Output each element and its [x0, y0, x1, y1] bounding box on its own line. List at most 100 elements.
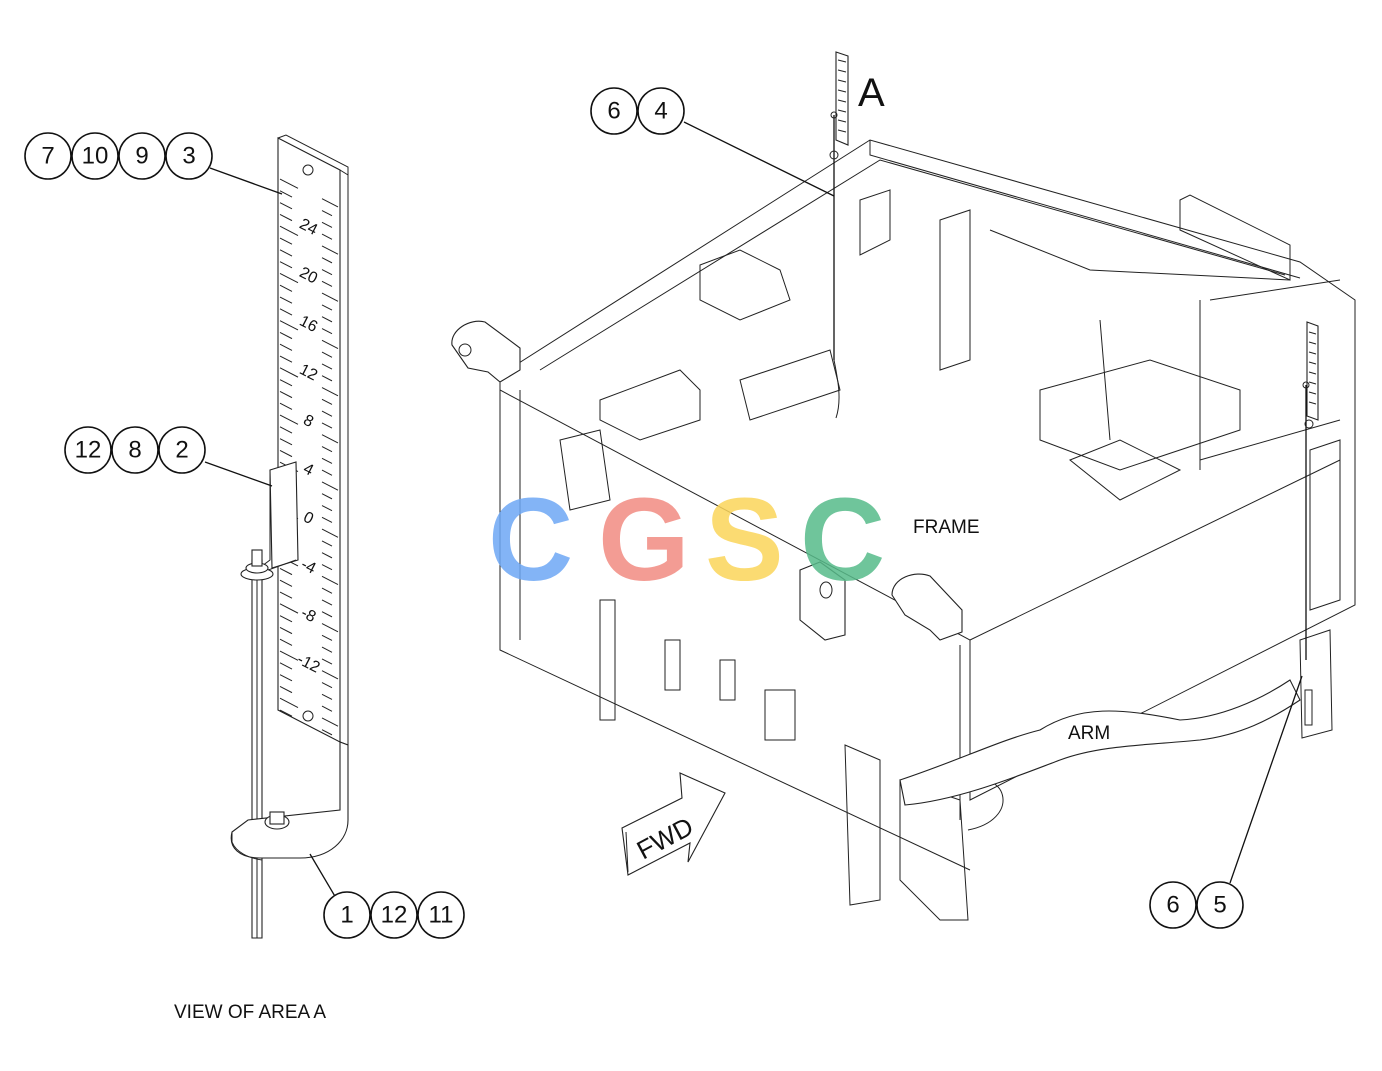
scale-tick-right: [321, 516, 333, 523]
scale-tick-left: [279, 414, 299, 425]
gauge-rod-right: [1302, 321, 1319, 660]
scale-tick-right: [321, 587, 333, 594]
watermark-letter-2: G: [598, 474, 690, 606]
callout-rod-bottom-2: 5: [1213, 892, 1226, 919]
callout-ruler-3: 9: [135, 143, 148, 170]
scale-tick-left: [279, 213, 293, 222]
scale-tick-right: [321, 693, 333, 700]
scale-tick-left: [279, 567, 293, 576]
scale-tick-left: [279, 697, 299, 708]
scale-tick-right: [321, 682, 333, 689]
callout-base: 1 12 11: [309, 853, 465, 939]
scale-tick-right: [321, 434, 339, 444]
scale-tick-right: [321, 717, 339, 727]
callout-rod-top: 6 4: [590, 87, 835, 197]
callout-ruler-4: 3: [182, 143, 195, 170]
scale-tick-right: [321, 328, 333, 335]
scale-tick-left: [279, 390, 293, 399]
scale-tick-right: [321, 398, 333, 405]
scale-tick-right: [321, 339, 339, 350]
scale-tick-left: [279, 579, 293, 587]
scale-tick-left: [279, 296, 293, 304]
scale-tick-left: [279, 331, 293, 340]
scale-tick-left: [279, 685, 293, 694]
scale-tick-label: 20: [297, 264, 321, 287]
scale-tick-right: [321, 292, 339, 302]
scale-tick-right: [321, 528, 339, 538]
scale-tick-right: [321, 469, 333, 476]
scale-tick-right: [321, 493, 333, 500]
scale-tick-right: [321, 599, 333, 606]
scale-tick-left: [279, 662, 293, 670]
scale-tick-right: [321, 257, 333, 264]
scale-tick-right: [321, 233, 333, 240]
scale-tick-left: [279, 225, 299, 236]
scale-tick-right: [321, 552, 333, 559]
scale-tick-left: [279, 603, 299, 614]
scale-tick-left: [279, 249, 293, 257]
scale-tick-label: 16: [297, 313, 321, 336]
scale-tick-right: [321, 705, 333, 712]
scale-tick-right: [321, 505, 333, 512]
watermark-letter-3: S: [705, 474, 784, 606]
scale-tick-left: [279, 237, 293, 245]
scale-tick-right: [321, 658, 333, 665]
scale-tick-right: [321, 729, 333, 736]
scale-tick-left: [279, 178, 299, 189]
scale-tick-left: [279, 591, 293, 599]
scale-tick-left: [279, 438, 293, 446]
scale-tick-right: [321, 316, 333, 323]
scale-tick-right: [321, 245, 339, 255]
watermark-letter-4: C: [800, 474, 885, 606]
scale-tick-left: [279, 355, 293, 363]
scale-tick-right: [321, 198, 339, 208]
callout-bracket-3: 2: [175, 437, 188, 464]
scale-tick-right: [321, 351, 333, 358]
scale-tick-left: [279, 650, 299, 661]
scale-tick-left: [279, 615, 293, 623]
scale-tick-left: [279, 343, 293, 351]
forward-arrow: FWD: [621, 772, 726, 876]
callout-ruler-1: 7: [41, 143, 54, 170]
scale-tick-right: [321, 634, 333, 641]
scale-tick-left: [279, 320, 299, 331]
frame-assembly: [451, 139, 1356, 921]
area-marker: A: [858, 71, 885, 115]
scale-tick-right: [321, 280, 333, 287]
callout-rod-top-1: 6: [607, 98, 620, 125]
scale-tick-right: [321, 363, 333, 370]
scale-tick-label: 24: [297, 216, 321, 239]
scale-tick-right: [321, 387, 339, 397]
scale-tick-left: [279, 638, 293, 646]
scale-tick-left: [279, 367, 299, 378]
scale-tick-left: [279, 379, 293, 387]
scale-tick-right: [321, 410, 333, 417]
callout-rod-bottom: 6 5: [1149, 675, 1303, 929]
callout-base-3: 11: [429, 902, 454, 929]
scale-tick-right: [321, 304, 333, 311]
scale-tick-right: [321, 481, 339, 491]
gauge-rod-upper: [829, 51, 849, 419]
scale-tick-right: [321, 540, 333, 547]
scale-tick-label: -8: [298, 605, 318, 627]
scale-tick-right: [321, 564, 333, 571]
scale-tick-right: [321, 611, 333, 618]
callout-bracket: 12 8 2: [64, 426, 273, 487]
scale-tick-left: [279, 308, 293, 316]
scale-tick-left: [279, 709, 293, 717]
callout-rod-bottom-1: 6: [1166, 892, 1179, 919]
scale-tick-right: [321, 575, 339, 586]
scale-tick-left: [279, 261, 293, 269]
scale-tick-left: [279, 674, 293, 682]
view-caption: VIEW OF AREA A: [174, 1002, 326, 1023]
callout-base-1: 1: [340, 902, 353, 929]
callout-rod-top-2: 4: [654, 98, 667, 125]
arm-label: ARM: [1068, 723, 1110, 744]
scale-tick-label: 12: [297, 361, 321, 384]
scale-tick-right: [321, 646, 333, 653]
scale-tick-right: [321, 422, 333, 429]
scale-tick-left: [279, 272, 299, 284]
scale-tick-left: [279, 626, 293, 635]
callout-bracket-1: 12: [75, 437, 102, 464]
